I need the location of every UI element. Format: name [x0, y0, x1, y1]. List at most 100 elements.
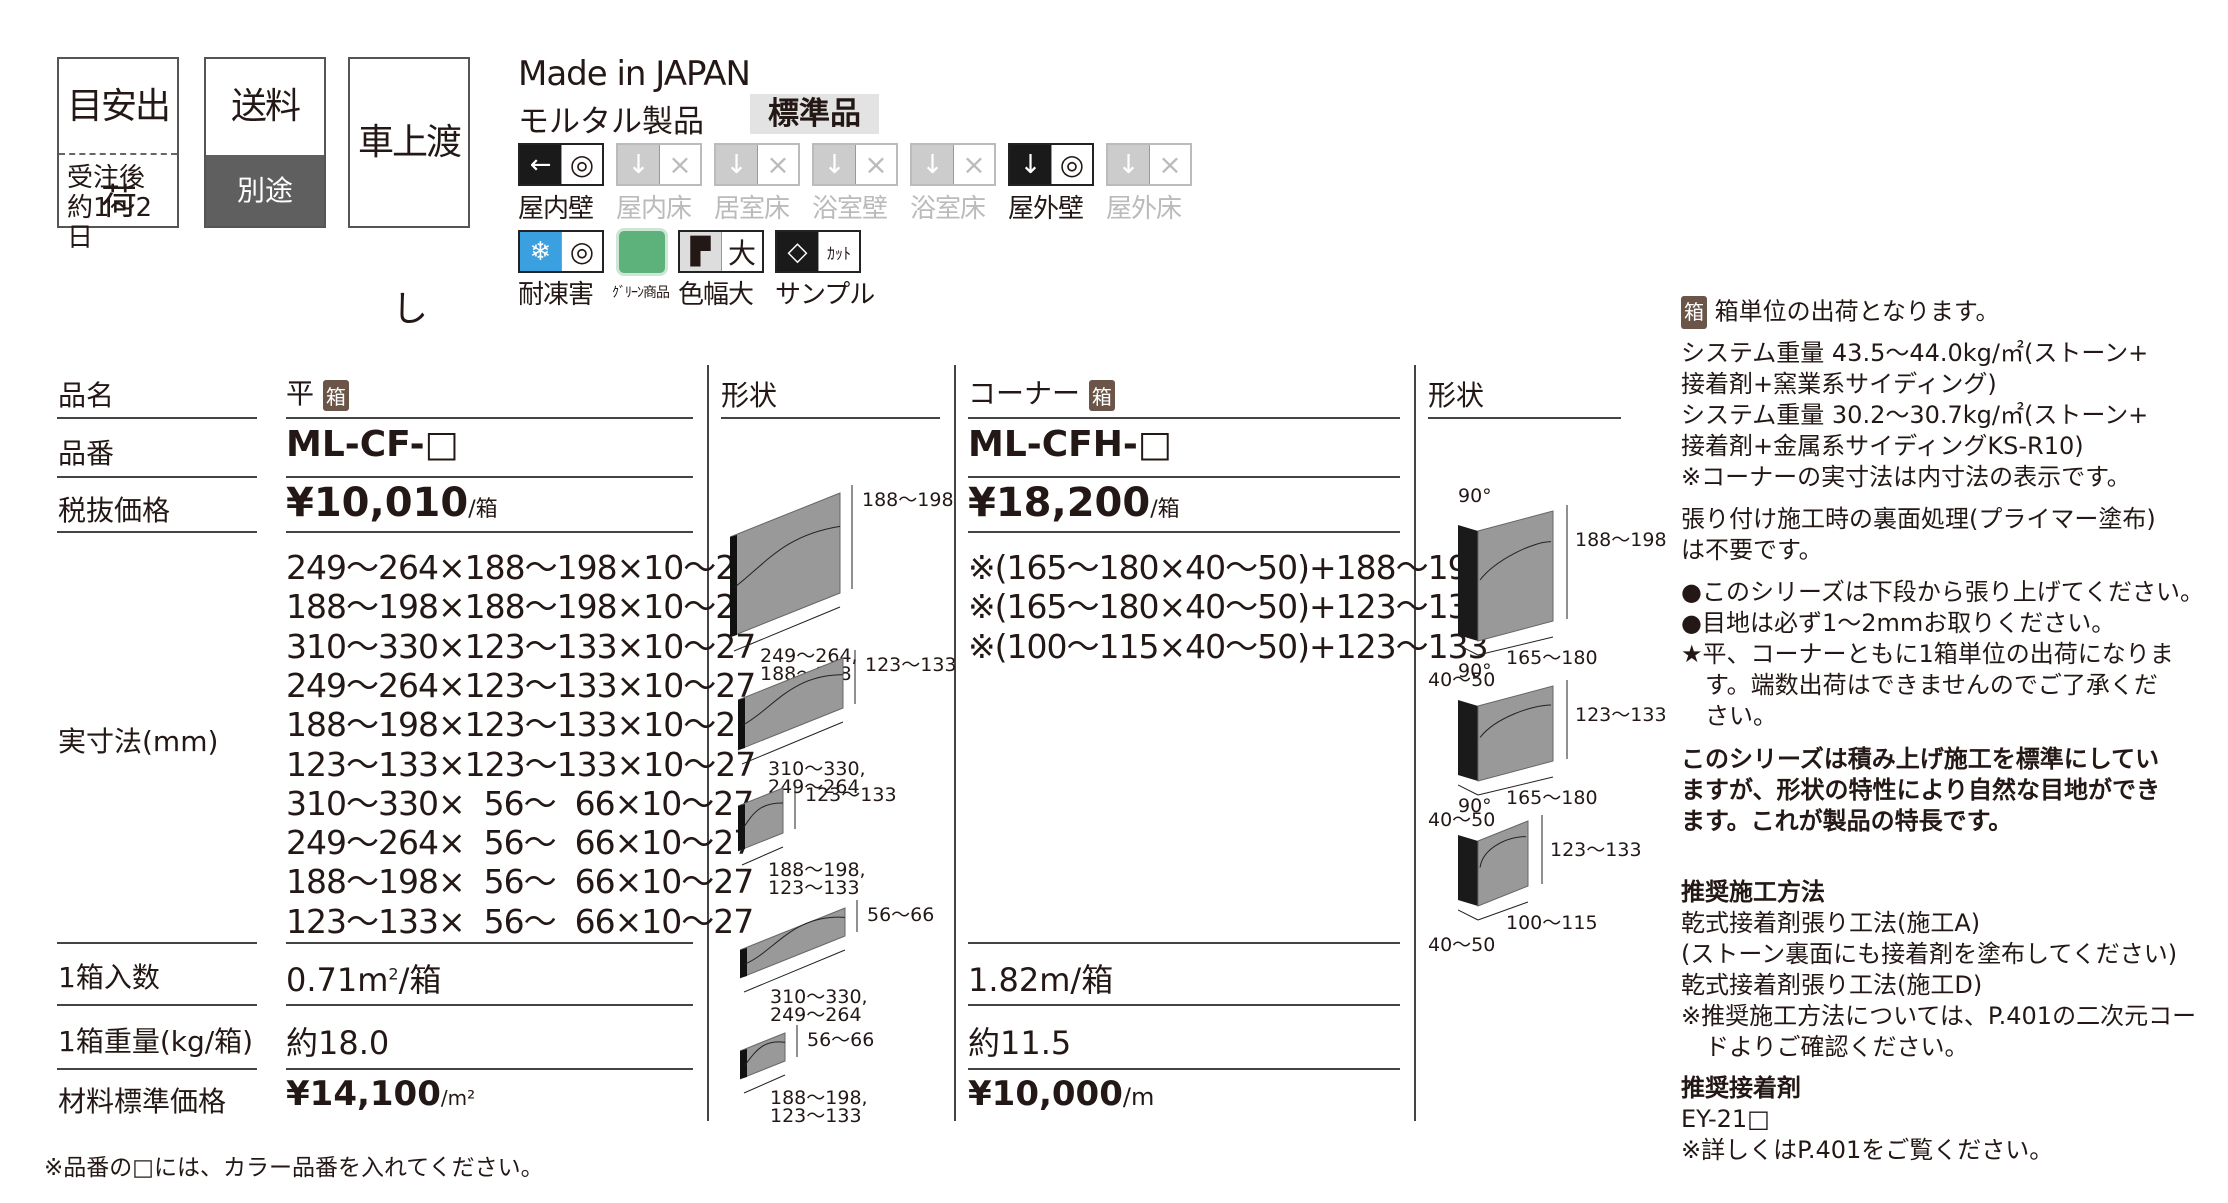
feature-symbol: ❄	[520, 232, 561, 271]
corner-angle-label: 90°	[1458, 660, 1492, 682]
corner-angle-label: 90°	[1458, 485, 1492, 507]
corner-weight: 約11.5	[968, 1024, 1072, 1062]
corner-depth-label: 40〜50	[1428, 669, 1496, 691]
note-line: (ストーン裏面にも接着剤を塗布してください)	[1681, 940, 2178, 968]
flat-stone-shape	[740, 900, 858, 993]
handover-title: 車上渡し	[357, 122, 462, 330]
note-line: ます。これが製品の特長です。	[1681, 807, 2013, 835]
delivery-value: 受注後 約1〜2日	[67, 163, 153, 253]
note-line: このシリーズは積み上げ施工を標準にしてい	[1681, 745, 2160, 773]
corner-name: コーナー 箱	[968, 372, 1115, 412]
flat-size-row: 123〜133× 56〜 66×10〜27	[286, 901, 754, 941]
shipping-value: 別途	[206, 155, 324, 226]
corner-width-label: 100〜115	[1506, 912, 1598, 934]
feature-label: 色幅大	[678, 280, 754, 310]
note-line: ドよりご確認ください。	[1681, 1033, 1969, 1061]
product-type: モルタル製品	[518, 104, 704, 140]
corner-width-label: 165〜180	[1506, 787, 1598, 809]
corner-per-box: 1.82m/箱	[968, 961, 1114, 999]
label-material-price: 材料標準価格	[58, 1085, 227, 1118]
flat-size-row: 249〜264× 56〜 66×10〜27	[286, 823, 754, 863]
note-line: ●このシリーズは下段から張り上げてください。	[1681, 578, 2205, 606]
note-line: システム重量 30.2〜30.7kg/㎡(ストーン+	[1681, 401, 2149, 429]
note-line: 接着剤+金属系サイディングKS-R10)	[1681, 432, 2084, 460]
flat-material-price: ¥14,100/m²	[286, 1074, 476, 1114]
bath-floor-icon: ↓×	[910, 143, 996, 186]
note-line: ※コーナーの実寸法は内寸法の表示です。	[1681, 463, 2131, 491]
note-line: は不要です。	[1681, 536, 1823, 564]
cross-icon: ×	[1149, 145, 1190, 184]
double-circle-icon: ◎	[561, 232, 602, 271]
note-line: す。端数出荷はできませんのでご了承くだ	[1681, 671, 2158, 699]
usage-symbol: ↓	[1010, 145, 1051, 184]
usage-symbol: ↓	[814, 145, 855, 184]
cross-icon: ×	[855, 145, 896, 184]
shape-height-label: 56〜66	[807, 1029, 875, 1051]
note-line: 乾式接着剤張り工法(施工D)	[1681, 971, 1983, 999]
usage-label: 浴室壁	[812, 194, 888, 224]
method-title: 推奨施工方法	[1681, 878, 1825, 906]
usage-symbol: ↓	[618, 145, 659, 184]
corner-height-label: 123〜133	[1550, 839, 1642, 861]
flat-price: ¥10,010/箱	[286, 480, 498, 526]
feature-symbol: ▛	[680, 232, 721, 271]
sample-cut-icon: ◇ｶｯﾄ	[775, 230, 861, 273]
corner-shape-header: 形状	[1428, 379, 1485, 412]
flat-stone-shape	[740, 1025, 798, 1094]
flat-size-row: 188〜198×188〜198×10〜27	[286, 587, 756, 627]
note-line: さい。	[1681, 702, 1777, 730]
indoor-floor-icon: ↓×	[616, 143, 702, 186]
outdoor-floor-icon: ↓×	[1106, 143, 1192, 186]
flat-per-box: 0.71m2/箱	[286, 961, 442, 999]
flat-shape-header: 形状	[721, 379, 778, 412]
corner-height-label: 188〜198	[1575, 529, 1667, 551]
double-circle-icon: ◎	[1051, 145, 1092, 184]
label-code: 品番	[58, 437, 115, 470]
note-line: ★平、コーナーともに1箱単位の出荷になりま	[1681, 640, 2174, 668]
note-line: システム重量 43.5〜44.0kg/㎡(ストーン+	[1681, 339, 2149, 367]
feature-label: サンプル	[775, 280, 875, 310]
flat-weight: 約18.0	[286, 1024, 390, 1062]
label-weight: 1箱重量(kg/箱)	[58, 1025, 254, 1058]
flat-stone-shape	[738, 650, 856, 765]
flat-size-row: 249〜264×123〜133×10〜27	[286, 665, 756, 705]
corner-code: ML-CFH-□	[968, 424, 1172, 465]
bath-wall-icon: ↓×	[812, 143, 898, 186]
corner-depth-label: 40〜50	[1428, 809, 1496, 831]
note-line: 接着剤+窯業系サイディング)	[1681, 370, 1997, 398]
shape-width-label: 188〜198, 123〜133	[768, 859, 866, 899]
cross-icon: ×	[659, 145, 700, 184]
label-per-box: 1箱入数	[58, 961, 160, 994]
usage-label: 屋内壁	[518, 194, 594, 224]
note-line: EY-21□	[1681, 1105, 1770, 1133]
usage-label: 屋外壁	[1008, 194, 1084, 224]
indoor-wall-icon: ←◎	[518, 143, 604, 186]
flat-size-row: 188〜198×123〜133×10〜27	[286, 705, 756, 745]
flat-size-row: 188〜198× 56〜 66×10〜27	[286, 862, 754, 902]
corner-stone-shape	[1458, 680, 1568, 796]
flat-code: ML-CF-□	[286, 424, 459, 465]
footnote: ※品番の□には、カラー品番を入れてください。	[44, 1155, 544, 1181]
flat-size-row: 249〜264×188〜198×10〜27	[286, 548, 756, 587]
feature-mark: 大	[721, 232, 762, 271]
usage-label: 屋外床	[1106, 194, 1182, 224]
box-note: 箱 箱単位の出荷となります。	[1681, 296, 2221, 329]
outdoor-wall-icon: ↓◎	[1008, 143, 1094, 186]
feature-label: 耐凍害	[518, 280, 594, 310]
cross-icon: ×	[953, 145, 994, 184]
label-size: 実寸法(mm)	[58, 725, 219, 758]
corner-size-row: ※(100〜115×40〜50)+123〜133	[968, 626, 1489, 666]
feature-symbol: ◇	[777, 232, 818, 271]
double-circle-icon: ◎	[561, 145, 602, 184]
corner-size-row: ※(165〜180×40〜50)+123〜133	[968, 587, 1489, 627]
cross-icon: ×	[757, 145, 798, 184]
usage-label: 浴室床	[910, 194, 986, 224]
corner-angle-label: 90°	[1458, 795, 1492, 817]
note-line: ※推奨施工方法については、P.401の二次元コー	[1681, 1002, 2197, 1030]
label-name: 品名	[58, 379, 115, 412]
handover-badge: 車上渡し	[348, 57, 470, 330]
shape-height-label: 123〜133	[805, 784, 897, 806]
flat-size-row: 310〜330× 56〜 66×10〜27	[286, 783, 754, 823]
color-variation-icon: ▛大	[678, 230, 764, 273]
corner-price: ¥18,200/箱	[968, 480, 1180, 526]
